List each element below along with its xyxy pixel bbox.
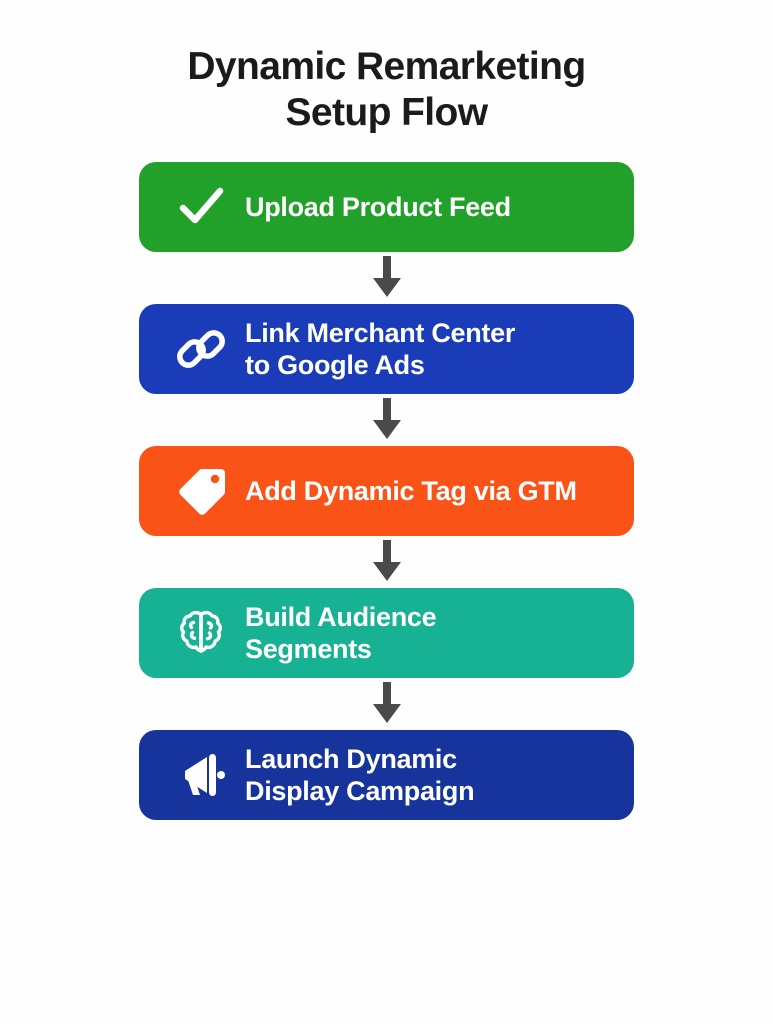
flow-connector-arrow-3 [370,536,404,588]
flow-step-label: Upload Product Feed [245,191,511,222]
brain-icon [173,605,229,661]
flow-connector-arrow-4 [370,678,404,730]
flow-step-add-dynamic-tag[interactable]: Add Dynamic Tag via GTM [139,446,634,537]
flow-step-build-audience-segments[interactable]: Build Audience Segments [139,588,634,679]
tag-icon [173,463,229,519]
flow-steps-container: Upload Product Feed Link Merchant Center… [139,162,634,821]
flow-step-label: Build Audience Segments [245,601,437,665]
check-icon [173,179,229,235]
flow-step-upload-product-feed[interactable]: Upload Product Feed [139,162,634,253]
flow-connector-arrow-1 [370,252,404,304]
flow-step-label: Link Merchant Center to Google Ads [245,317,516,381]
flow-connector-arrow-2 [370,394,404,446]
megaphone-icon [173,747,229,803]
flow-step-label: Add Dynamic Tag via GTM [245,475,577,506]
link-icon [173,321,229,377]
flow-step-label: Launch Dynamic Display Campaign [245,743,475,807]
page-title-line-2: Setup Flow [285,91,489,135]
page-title-line-1: Dynamic Remarketing [187,45,586,88]
flow-step-link-merchant-center[interactable]: Link Merchant Center to Google Ads [139,304,634,395]
page-title: Dynamic Remarketing Setup Flow [77,44,697,136]
flow-step-launch-display-campaign[interactable]: Launch Dynamic Display Campaign [139,730,634,821]
